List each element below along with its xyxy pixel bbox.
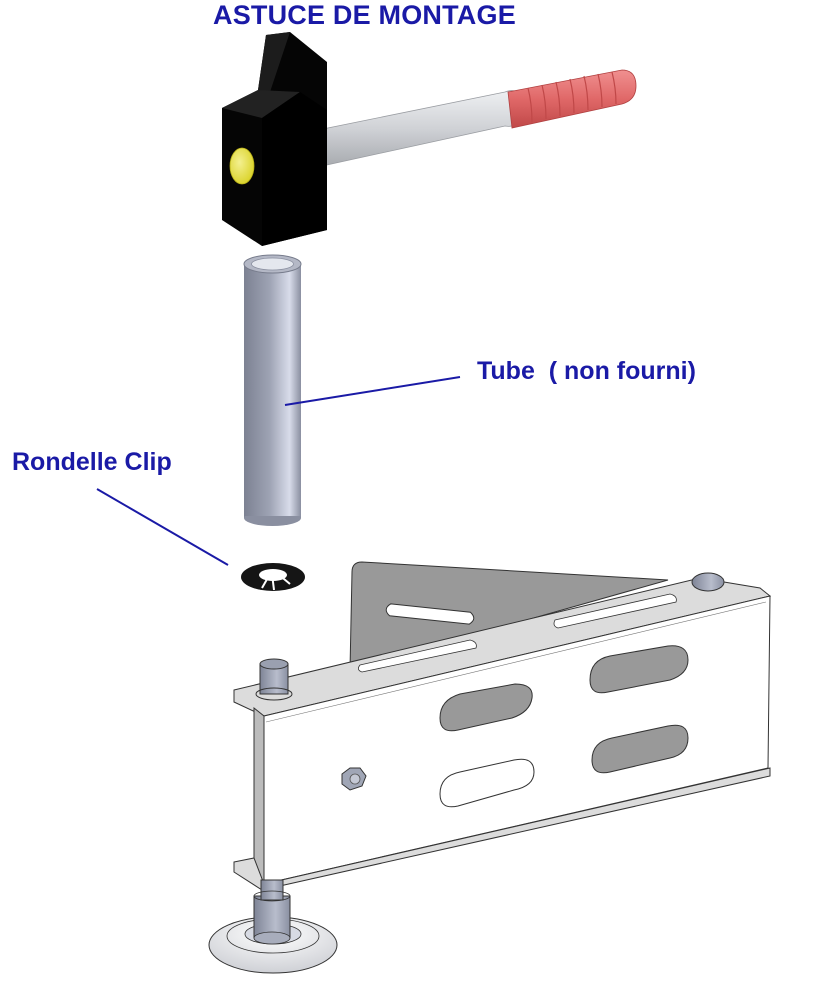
hammer-head xyxy=(222,32,327,246)
tube-label: Tube ( non fourni) xyxy=(477,357,696,385)
hammer xyxy=(222,32,637,246)
bracket-pin-right xyxy=(691,572,725,592)
leveling-foot xyxy=(208,879,338,974)
rondelle-clip xyxy=(241,563,305,591)
rondelle-clip-label: Rondelle Clip xyxy=(12,448,172,476)
bracket-pin-left xyxy=(255,658,293,701)
tube-leader-line xyxy=(284,376,461,406)
diagram-title: ASTUCE DE MONTAGE xyxy=(213,0,516,30)
tube xyxy=(243,254,302,526)
bracket xyxy=(233,561,772,891)
hammer-grip xyxy=(507,69,637,129)
clip-leader-line xyxy=(96,488,229,566)
hammer-shaft xyxy=(317,90,523,167)
hammer-face xyxy=(229,147,255,185)
hex-nut xyxy=(341,767,367,791)
